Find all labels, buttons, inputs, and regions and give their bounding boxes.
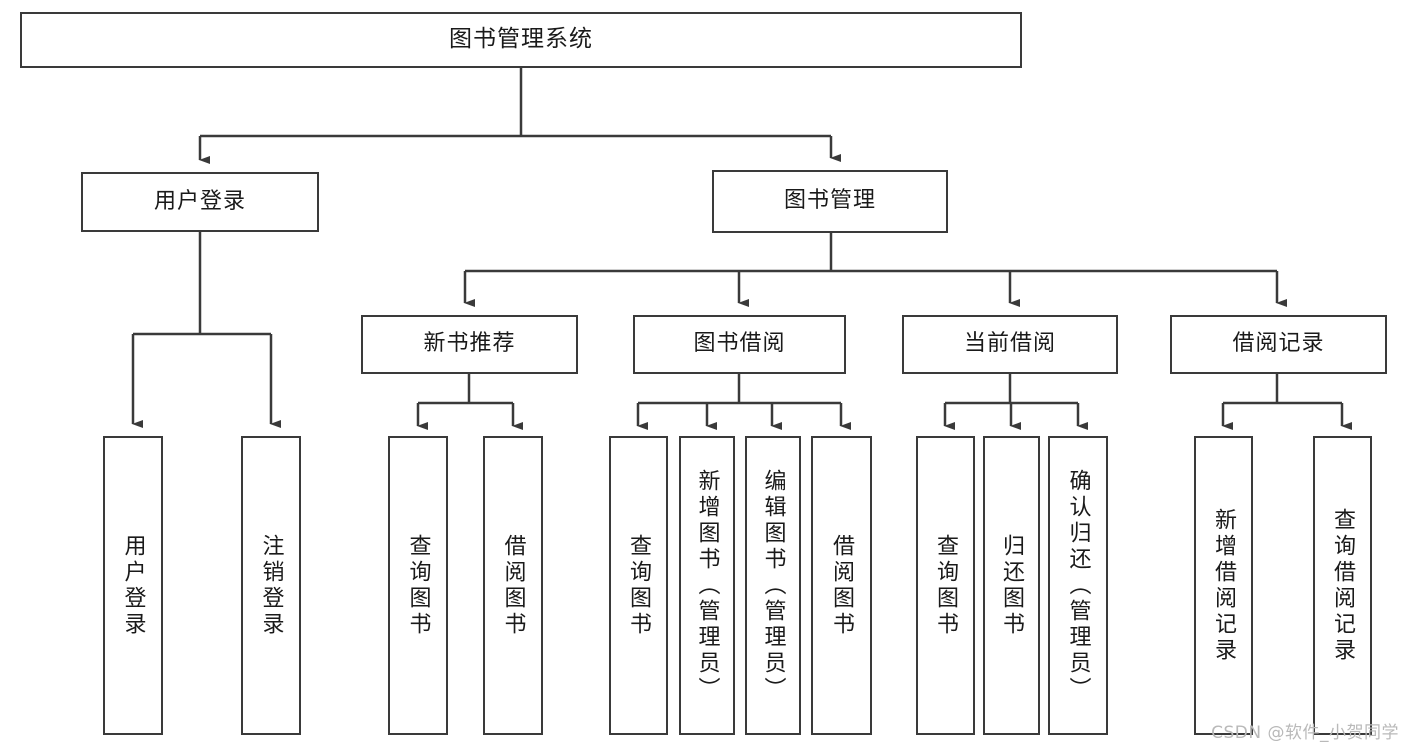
node-label: 查询图书	[933, 533, 959, 638]
node-label: 用户登录	[153, 188, 246, 214]
node-label: 编辑图书（管理员）	[760, 468, 786, 703]
node-label: 借阅图书	[500, 533, 526, 638]
node-book-management[interactable]: 图书管理	[712, 170, 948, 233]
node-label: 查询图书	[626, 533, 652, 638]
node-label: 查询借阅记录	[1330, 507, 1356, 664]
node-leaf-borrow-book-2[interactable]: 借阅图书	[811, 436, 872, 735]
node-leaf-add-borrow-record[interactable]: 新增借阅记录	[1194, 436, 1253, 735]
node-leaf-edit-book-admin[interactable]: 编辑图书（管理员）	[745, 436, 801, 735]
node-current-borrow[interactable]: 当前借阅	[902, 315, 1118, 374]
node-leaf-return-book[interactable]: 归还图书	[983, 436, 1040, 735]
node-label: 借阅图书	[829, 533, 855, 638]
node-user-login[interactable]: 用户登录	[81, 172, 319, 232]
node-label: 确认归还（管理员）	[1065, 468, 1091, 703]
node-leaf-add-book-admin[interactable]: 新增图书（管理员）	[679, 436, 735, 735]
node-label: 注销登录	[258, 533, 284, 638]
node-label: 归还图书	[999, 533, 1025, 638]
node-leaf-borrow-book-1[interactable]: 借阅图书	[483, 436, 543, 735]
node-new-book-recommend[interactable]: 新书推荐	[361, 315, 578, 374]
node-leaf-user-login[interactable]: 用户登录	[103, 436, 163, 735]
node-label: 新增图书（管理员）	[694, 468, 720, 703]
node-label: 新增借阅记录	[1211, 507, 1237, 664]
node-label: 新书推荐	[423, 331, 516, 357]
node-leaf-confirm-return-admin[interactable]: 确认归还（管理员）	[1048, 436, 1108, 735]
node-leaf-query-book-2[interactable]: 查询图书	[609, 436, 668, 735]
node-leaf-query-borrow-record[interactable]: 查询借阅记录	[1313, 436, 1372, 735]
node-leaf-query-book-1[interactable]: 查询图书	[388, 436, 448, 735]
node-label: 图书管理	[783, 188, 876, 214]
node-label: 借阅记录	[1232, 331, 1325, 357]
node-label: 用户登录	[120, 533, 146, 638]
node-leaf-query-book-3[interactable]: 查询图书	[916, 436, 975, 735]
node-label: 图书借阅	[693, 331, 786, 357]
node-borrow-record[interactable]: 借阅记录	[1170, 315, 1387, 374]
node-label: 查询图书	[405, 533, 431, 638]
node-label: 当前借阅	[963, 331, 1056, 357]
node-book-borrow[interactable]: 图书借阅	[633, 315, 846, 374]
node-leaf-logout-login[interactable]: 注销登录	[241, 436, 301, 735]
node-root-system[interactable]: 图书管理系统	[20, 12, 1022, 68]
watermark-credit: CSDN @软件_小贺同学	[1211, 723, 1399, 743]
node-label: 图书管理系统	[449, 26, 593, 53]
